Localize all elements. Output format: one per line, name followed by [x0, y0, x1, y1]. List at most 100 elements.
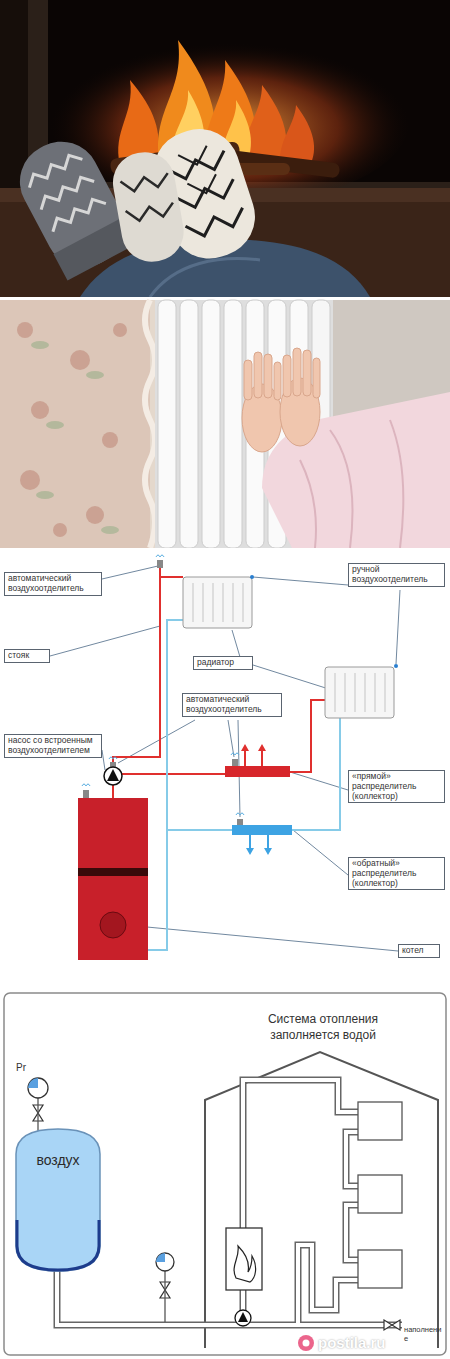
- radiator-photo: [0, 300, 150, 548]
- radiator-photo: [244, 360, 252, 400]
- radiator-photo: [17, 322, 33, 338]
- watermark: postila.ru: [318, 1334, 418, 1351]
- radiator-photo: [102, 432, 118, 448]
- fireplace-photo: [48, 195, 106, 232]
- pressure-gauge: [28, 1078, 38, 1088]
- radiator-photo: [313, 358, 320, 398]
- pump-symbol: [238, 1312, 248, 1322]
- return-pipe: [292, 718, 340, 830]
- fireplace-photo: [108, 147, 188, 266]
- air-vent: [237, 819, 243, 826]
- radiator-symbol: [358, 1102, 402, 1288]
- tank-body: [16, 1129, 100, 1271]
- air-vent: [236, 813, 244, 815]
- leader-line: [293, 830, 348, 875]
- leader-line: [232, 630, 240, 657]
- node-text: «прямой» распределитель (коллектор): [352, 772, 441, 801]
- radiator-symbol: [358, 1250, 402, 1288]
- callout-box: насос со встроенным воздухоотделителем: [4, 734, 102, 758]
- radiator-photo: [300, 420, 403, 548]
- air-vent: [250, 575, 254, 579]
- panel-gap: [0, 297, 450, 300]
- radiator-symbol: [183, 577, 394, 718]
- fireplace-photo: [0, 0, 450, 297]
- fireplace-photo: [280, 105, 314, 165]
- fireplace-photo: [108, 147, 188, 266]
- callout-box: котел: [398, 944, 440, 958]
- supply-pipe: [290, 700, 325, 772]
- panel-gap: [0, 548, 450, 551]
- panel-title: Система отопления заполняется водой: [238, 1012, 408, 1043]
- radiator-photo: [36, 491, 54, 499]
- pump-symbol: [104, 767, 122, 785]
- gauge-label: Pr: [16, 1062, 40, 1074]
- radiator-photo: [303, 350, 311, 396]
- tank-membrane: [17, 1220, 99, 1270]
- pipe-line: [57, 1080, 402, 1325]
- air-vent: [83, 790, 89, 798]
- fireplace-photo: [178, 146, 220, 198]
- boiler-symbol: [234, 1246, 256, 1282]
- radiator-photo: [86, 506, 104, 524]
- radiator-photo: [283, 355, 291, 397]
- air-vent: [231, 753, 239, 755]
- pump-symbol: [104, 767, 122, 785]
- return-pipe: [167, 829, 232, 831]
- watermark-logo: [303, 1340, 310, 1347]
- callout-box: автоматический воздухоотделитель: [4, 572, 102, 596]
- boiler-symbol: [226, 1228, 262, 1290]
- air-vent: [156, 555, 164, 557]
- radiator-photo: [264, 354, 272, 398]
- node-text: воздух: [15, 1128, 101, 1168]
- boiler-symbol: [78, 798, 148, 960]
- radiator-photo: [0, 300, 450, 548]
- pipe-label: наполнение: [404, 1326, 444, 1343]
- radiator-photo: [31, 341, 119, 534]
- node-text: автоматический воздухоотделитель: [186, 695, 278, 715]
- pressure-gauge: [156, 1253, 165, 1262]
- fireplace-photo: [118, 80, 159, 165]
- leader-line: [102, 750, 105, 770]
- pump-symbol: [235, 1310, 251, 1326]
- pipe-line: [57, 1080, 402, 1325]
- pipe-line: [57, 1080, 402, 1325]
- radiator-photo: [53, 523, 67, 537]
- pump-symbol: [107, 769, 119, 781]
- supply-pipe: [113, 568, 160, 798]
- radiator-photo: [20, 470, 40, 490]
- callout-box: «прямой» распределитель (коллектор): [348, 770, 445, 803]
- supply-pipe: [122, 773, 225, 775]
- return-pipe: [148, 620, 340, 950]
- node-text: насос со встроенным воздухоотделителем: [8, 736, 98, 756]
- radiator-photo: [145, 300, 155, 548]
- radiator-symbol: [358, 1102, 402, 1140]
- radiator-photo: [31, 341, 49, 349]
- radiator-photo: [46, 421, 64, 429]
- node-text: радиатор: [197, 658, 249, 668]
- air-vent: [394, 664, 398, 668]
- node-text: «обратный» распределитель (коллектор): [352, 859, 441, 888]
- watermark-logo: [298, 1335, 314, 1351]
- node-text: стояк: [8, 651, 46, 661]
- radiator-photo: [158, 300, 176, 548]
- radiator-photo: [101, 526, 119, 534]
- boiler-symbol: [78, 868, 148, 876]
- radiator-symbol: [358, 1175, 402, 1213]
- air-vent: [109, 757, 117, 759]
- radiator-photo: [242, 348, 320, 452]
- valve-symbol: [384, 1320, 400, 1330]
- radiator-symbol: [335, 673, 385, 712]
- air-vent: [82, 784, 90, 786]
- leader-line: [253, 665, 332, 690]
- pressure-gauge: [28, 1078, 48, 1098]
- return-collector: [232, 825, 292, 835]
- tank-outline: [15, 1128, 101, 1272]
- supply-pipe: [113, 568, 325, 798]
- fireplace-photo: [25, 151, 83, 188]
- fireplace-photo: [36, 173, 94, 210]
- boiler-symbol: [100, 912, 126, 938]
- supply-collector: [225, 744, 290, 777]
- return-pipe: [148, 620, 183, 950]
- radiator-symbol: [183, 577, 252, 628]
